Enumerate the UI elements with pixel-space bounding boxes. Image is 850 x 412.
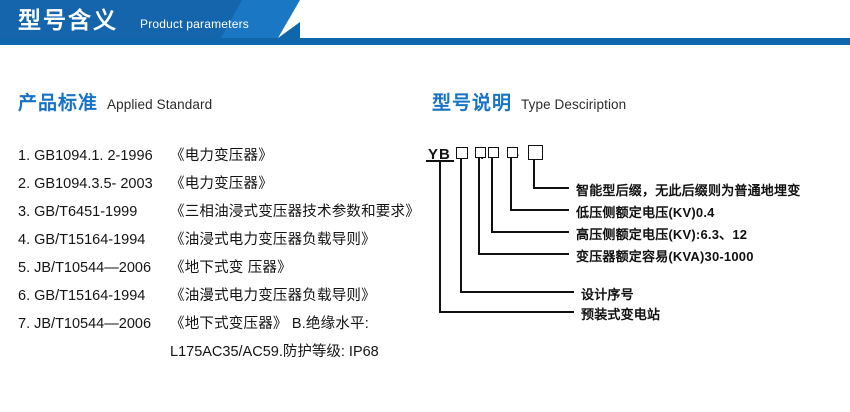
leader-lv-rated-voltage [510,157,569,211]
leader-rated-capacity [478,157,569,255]
standard-desc-continuation: L175AC35/AC59.防护等级: IP68 [170,344,379,360]
standard-code: 7. JB/T10544—2006 [18,316,152,332]
standard-desc: 《油浸式电力变压器负载导则》 [170,232,376,248]
model-code-box-1 [456,147,468,159]
list-item: 3. GB/T6451-1999 《三相油浸式变压器技术参数和要求》 [18,200,428,228]
banner-bar-taper [278,38,850,44]
leader-substation-type [439,161,574,313]
standard-desc: 《电力变压器》 [170,176,273,192]
standard-code: 2. GB1094.3.5- 2003 [18,176,153,192]
standard-code: 5. JB/T10544—2006 [18,260,152,276]
list-item: 6. GB/T15164-1994 《油漫式电力变压器负载导则》 [18,284,428,312]
standard-desc: 《地下式变 压器》 [170,260,292,276]
label-hv-rated-voltage: 高压侧额定电压(KV):6.3、12 [576,227,748,242]
standard-code: 1. GB1094.1. 2-1996 [18,148,153,164]
label-substation-type: 预装式变电站 [581,307,661,322]
banner-dark-block [0,0,242,38]
model-code-box-2 [475,147,486,158]
standards-list: 1. GB1094.1. 2-1996 《电力变压器》 2. GB1094.3.… [18,144,428,368]
standard-code: 6. GB/T15164-1994 [18,288,146,304]
banner-wedge [278,22,300,38]
section-title-cn: 产品标准 [18,93,99,114]
banner-title-en: Product parameters [140,17,249,31]
list-item: 1. GB1094.1. 2-1996 《电力变压器》 [18,144,428,172]
section-title-en: Applied Standard [107,97,213,112]
model-code-box-5 [528,145,543,160]
section-title-en: Type Desciription [521,97,627,112]
leader-smart-suffix [533,159,569,189]
label-rated-capacity: 变压器额定容易(KVA)30-1000 [576,249,754,264]
standard-code: 4. GB/T15164-1994 [18,232,146,248]
list-item: 7. JB/T10544—2006 《地下式变压器》 B.绝缘水平: [18,312,428,340]
section-title-applied-standard: 产品标准 Applied Standard [18,88,212,115]
list-item: 2. GB1094.3.5- 2003 《电力变压器》 [18,172,428,200]
standard-code: 3. GB/T6451-1999 [18,204,138,220]
leader-hv-rated-voltage [491,157,569,233]
list-item: 5. JB/T10544—2006 《地下式变 压器》 [18,256,428,284]
banner-title-cn: 型号含义 [18,7,118,33]
standard-desc: 《地下式变压器》 B.绝缘水平: [170,316,369,332]
model-code-diagram: YB / - 智能型后缀，无此后缀则为普通地埋变 低压侧额定电压(KV)0.4 … [424,144,844,344]
label-design-serial: 设计序号 [581,287,634,302]
label-lv-rated-voltage: 低压侧额定电压(KV)0.4 [576,205,715,220]
leader-design-serial [460,158,574,293]
list-item: 4. GB/T15164-1994 《油浸式电力变压器负载导则》 [18,228,428,256]
model-code-prefix: YB [428,146,451,163]
standard-desc: 《油漫式电力变压器负载导则》 [170,288,376,304]
section-title-cn: 型号说明 [432,93,513,114]
leader-lines [426,157,574,313]
page-header-banner: 型号含义 Product parameters [0,0,850,48]
model-code-box-3 [488,147,499,158]
standard-desc: 《三相油浸式变压器技术参数和要求》 [170,204,420,220]
model-code-box-4 [507,147,518,158]
label-smart-suffix: 智能型后缀，无此后缀则为普通地埋变 [576,183,801,198]
standard-desc: 《电力变压器》 [170,148,273,164]
section-title-type-description: 型号说明 Type Desciription [432,88,626,115]
